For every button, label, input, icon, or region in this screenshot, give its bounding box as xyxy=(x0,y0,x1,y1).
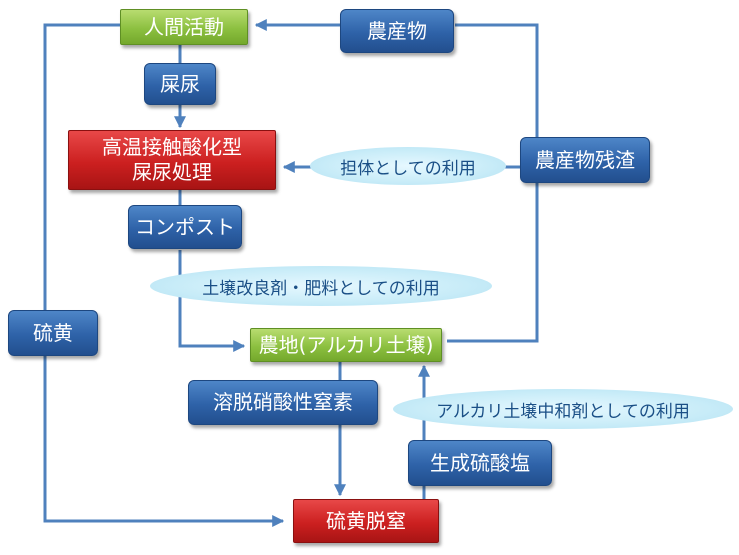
node-human-activity: 人間活動 xyxy=(120,9,248,45)
node-treatment-line2: 屎尿処理 xyxy=(132,160,212,184)
node-compost: コンポスト xyxy=(128,205,242,249)
line-human-to-sulfur xyxy=(43,23,120,310)
node-dissolved-nitrate: 溶脱硝酸性窒素 xyxy=(188,380,378,425)
node-urine: 屎尿 xyxy=(144,63,216,105)
node-crop-residue: 農産物残渣 xyxy=(520,137,650,183)
node-dissolved-nitrate-label: 溶脱硝酸性窒素 xyxy=(213,390,353,414)
line-produce-farmland-loop xyxy=(447,23,539,343)
node-treatment: 高温接触酸化型 屎尿処理 xyxy=(68,130,276,190)
node-treatment-line1: 高温接触酸化型 xyxy=(102,135,242,159)
node-farmland-label: 農地(アルカリ土壌) xyxy=(258,332,434,357)
node-produce-label: 農産物 xyxy=(367,18,427,43)
node-crop-residue-label: 農産物残渣 xyxy=(535,147,635,172)
node-sulfate: 生成硫酸塩 xyxy=(408,440,552,486)
node-sulfur: 硫黄 xyxy=(8,310,98,356)
node-compost-label: コンポスト xyxy=(135,214,235,239)
label-soil-fertilizer-use: 土壌改良剤・肥料としての利用 xyxy=(150,266,492,306)
node-desulfur-denitrification-label: 硫黄脱窒 xyxy=(326,508,406,533)
node-sulfate-label: 生成硫酸塩 xyxy=(430,450,530,475)
node-urine-label: 屎尿 xyxy=(160,71,200,96)
node-desulfur-denitrification: 硫黄脱窒 xyxy=(293,499,439,543)
label-carrier-use: 担体としての利用 xyxy=(310,147,506,185)
node-human-activity-label: 人間活動 xyxy=(144,14,224,39)
node-sulfur-label: 硫黄 xyxy=(33,320,73,345)
node-farmland: 農地(アルカリ土壌) xyxy=(250,328,442,362)
label-alkali-neutralizer-use: アルカリ土壌中和剤としての利用 xyxy=(393,389,733,429)
node-produce: 農産物 xyxy=(340,9,454,53)
arrow-sulfur-to-desulfur xyxy=(43,356,285,527)
